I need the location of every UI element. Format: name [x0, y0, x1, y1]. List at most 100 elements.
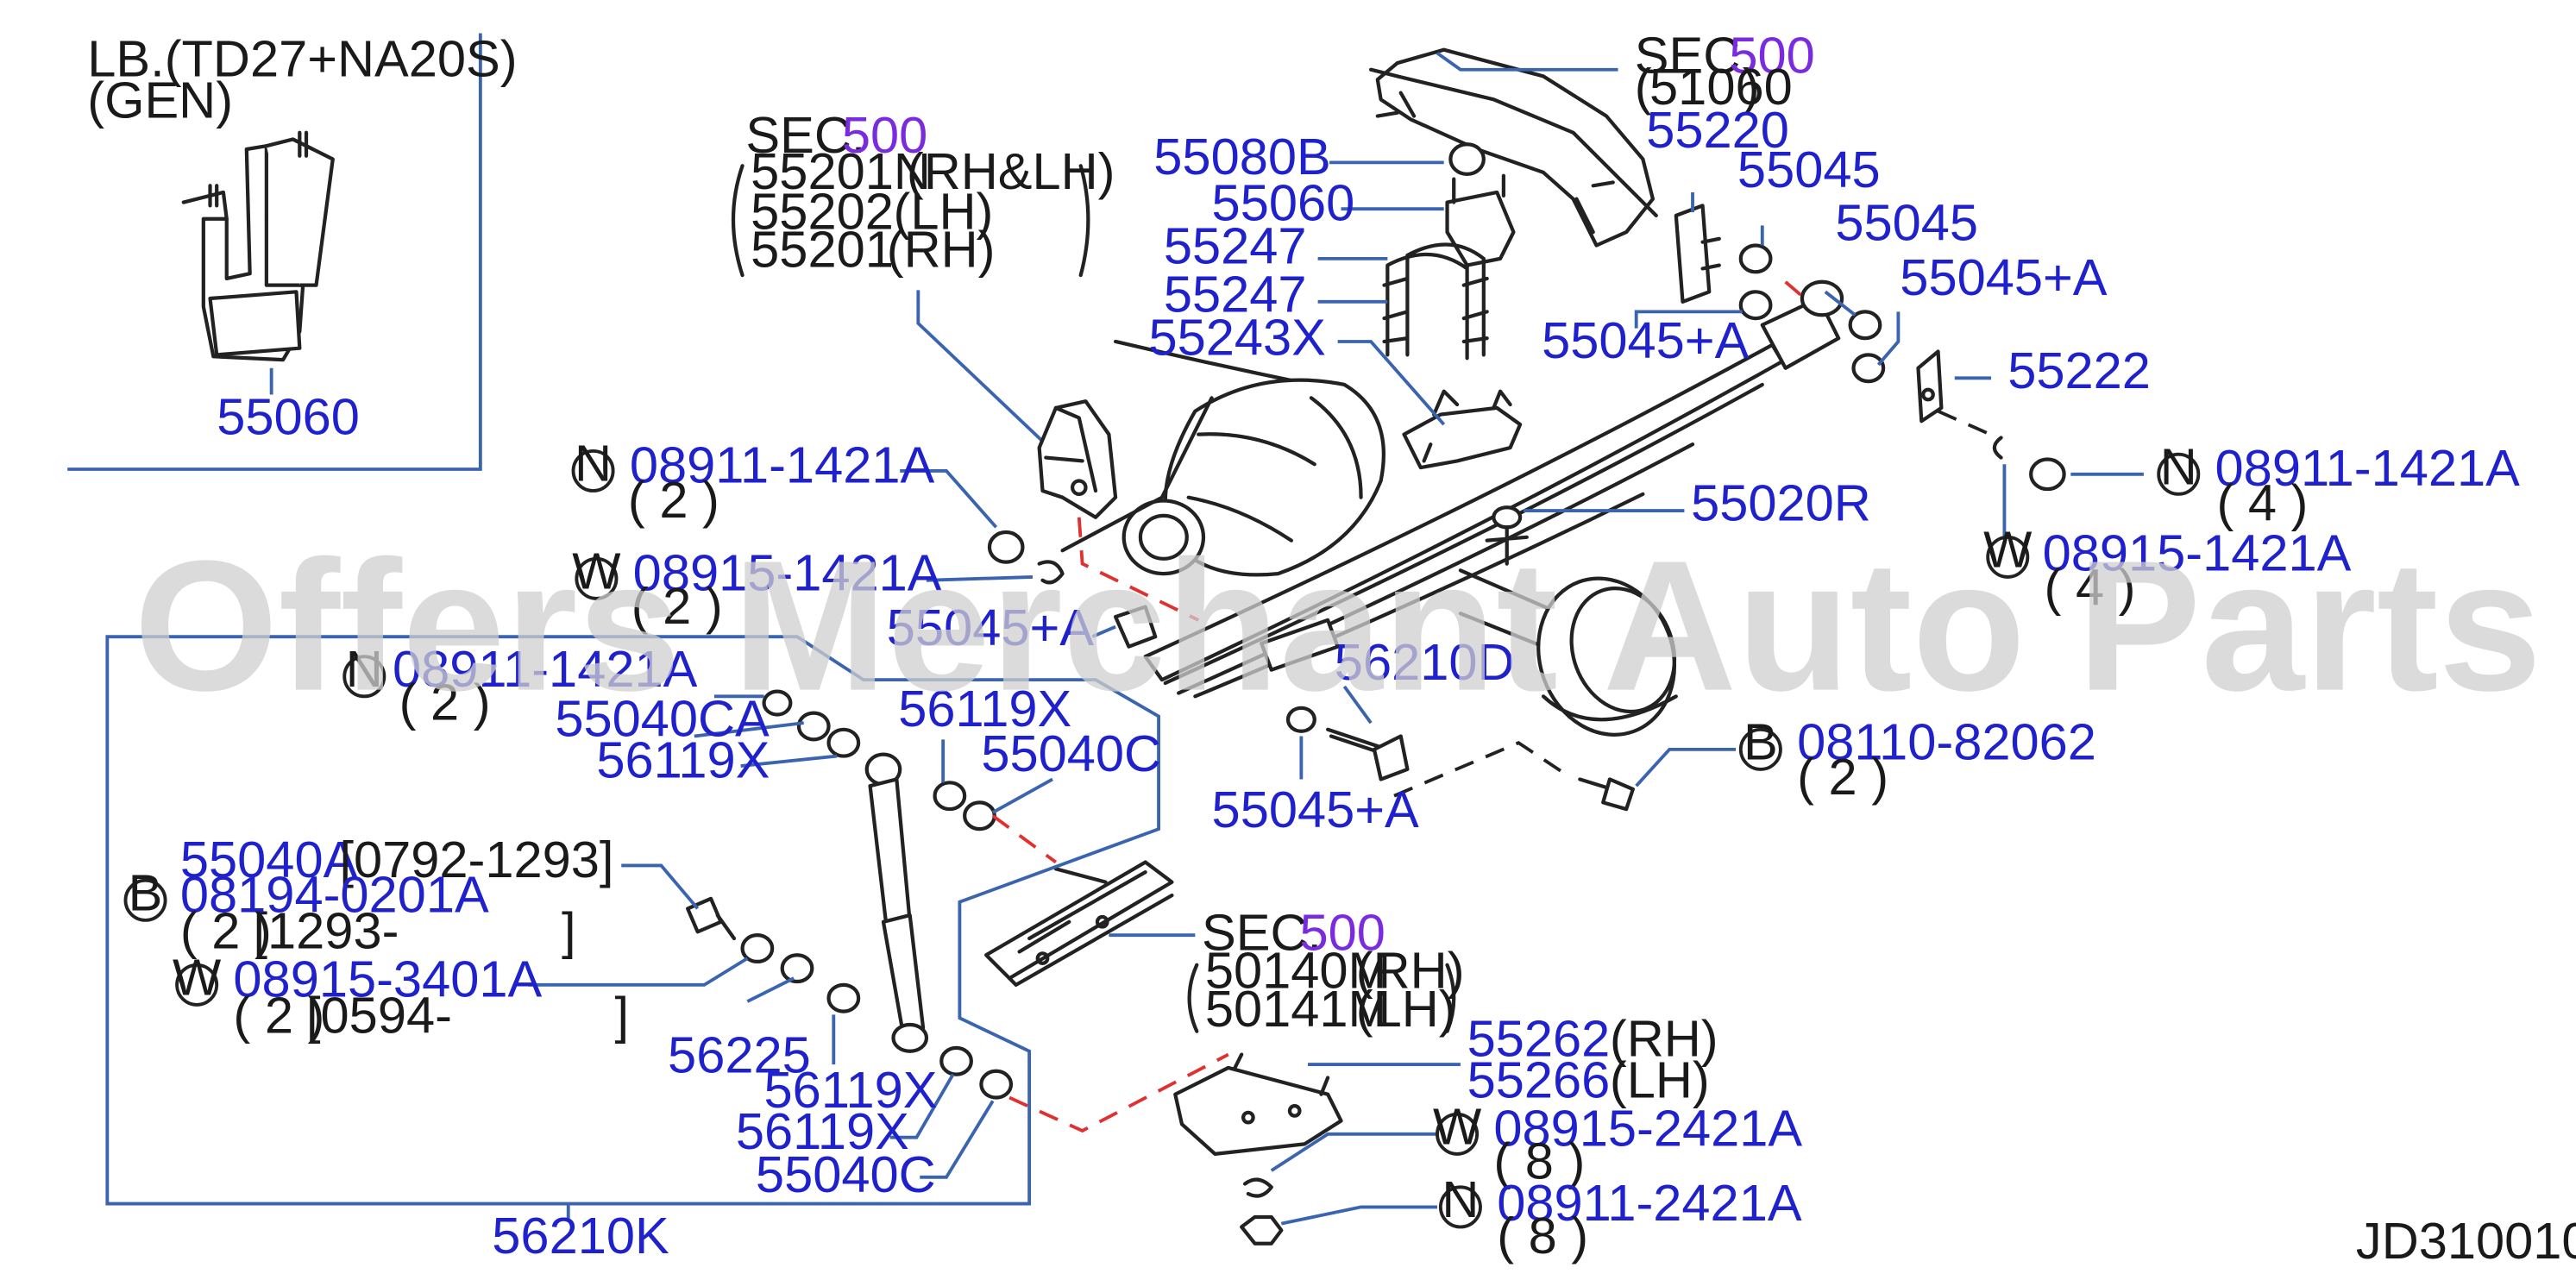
fastener-number[interactable]: 08915-3401A	[233, 950, 542, 1007]
sec-spring-left-brace	[731, 164, 745, 278]
sec-bracket-number[interactable]: 500	[1299, 903, 1385, 961]
sec-bracket-left-brace	[1187, 963, 1199, 1033]
fastener-b-08110-82062[interactable]: B 08110-82062 ( 2 )	[1738, 712, 2096, 806]
range-0594-end: ]	[615, 987, 630, 1045]
part-55080b[interactable]: 55080B	[1153, 128, 1330, 185]
sec-bracket-no-1[interactable]: 50140M	[1205, 942, 1391, 1000]
fastener-letter: W	[173, 948, 222, 1006]
u-bolt-and-bumper-drawing	[1382, 142, 1523, 470]
spring-hanger-drawing	[987, 399, 1118, 585]
part-55222[interactable]: 55222	[2007, 342, 2151, 399]
fastener-n-08911-2421a[interactable]: N 08911-2421A ( 8 )	[1438, 1170, 1802, 1264]
part-56210d[interactable]: 56210D	[1335, 633, 1515, 691]
part-55220[interactable]: 55220	[1646, 101, 1789, 159]
shock-absorber-drawing	[686, 689, 1014, 1100]
fastener-letter: N	[2160, 437, 2197, 495]
range-0792-1293: [0792-1293]	[339, 831, 613, 888]
shock-assembly-frame	[105, 635, 1160, 1206]
part-56210k[interactable]: 56210K	[492, 1207, 669, 1264]
diagram-code: JD310010	[2356, 1212, 2576, 1270]
part-55040c-lower[interactable]: 55040C	[756, 1145, 936, 1203]
fastener-qty: ( 2 )	[233, 987, 324, 1045]
fastener-letter: N	[1442, 1170, 1479, 1228]
range-0594: [0594-	[306, 987, 452, 1045]
part-55060[interactable]: 55060	[1212, 174, 1355, 232]
bump-stopper-bracket-drawing	[181, 130, 335, 362]
part-56225[interactable]: 56225	[668, 1026, 811, 1084]
fastener-number[interactable]: 08194-0201A	[180, 865, 489, 923]
fastener-qty: ( 4 )	[2045, 559, 2136, 617]
axle-differential-drawing	[1060, 339, 1678, 737]
frame-crossmember-drawing	[1368, 47, 1658, 248]
fastener-number[interactable]: 08915-1421A	[2043, 524, 2352, 581]
sec-bracket-right-brace	[1445, 963, 1456, 1033]
inset-box: LB.(TD27+NA20S) (GEN) 55060	[67, 29, 518, 471]
fastener-n-08911-1421a-right[interactable]: N 08911-1421A ( 4 )	[2157, 437, 2521, 532]
part-55040a[interactable]: 55040A	[180, 831, 358, 888]
part-56119x-upper-left[interactable]: 56119X	[596, 731, 770, 789]
sec-spring-number[interactable]: 500	[842, 106, 927, 164]
part-55045-plus-a-left[interactable]: 55045+A	[1542, 311, 1749, 369]
fastener-n-08911-1421a-top[interactable]: N 08911-1421A ( 2 )	[571, 434, 935, 529]
part-55045-plus-a-mid[interactable]: 55045+A	[887, 599, 1094, 656]
fastener-w-08915-1421a-right[interactable]: W 08915-1421A ( 4 )	[1983, 520, 2352, 616]
fastener-letter: W	[1983, 520, 2033, 578]
leaf-spring-drawing	[1113, 279, 1844, 699]
fastener-b-08194-0201a[interactable]: B 08194-0201A ( 2 )	[123, 863, 489, 960]
sec-spring-no-3[interactable]: 55201	[751, 220, 894, 278]
part-55247-upper[interactable]: 55247	[1164, 217, 1307, 275]
spring-plate-drawing	[1173, 1052, 1343, 1245]
fastener-qty: ( 8 )	[1493, 1133, 1585, 1190]
sec-spring-no-2[interactable]: 55202	[751, 182, 894, 240]
sec-bracket-side-1: (RH)	[1356, 942, 1465, 1000]
fastener-number[interactable]: 08110-82062	[1797, 712, 2096, 770]
range-1293-end: ]	[562, 902, 576, 960]
part-56119x-upper-right[interactable]: 56119X	[898, 680, 1071, 737]
inset-title: LB.(TD27+NA20S)	[87, 29, 517, 87]
fastener-number[interactable]: 08915-2421A	[1493, 1099, 1802, 1157]
fastener-qty: ( 4 )	[2216, 474, 2308, 532]
sec-spring-label: SEC.	[745, 106, 865, 164]
fastener-number[interactable]: 08911-1421A	[393, 640, 698, 698]
fastener-number[interactable]: 08911-2421A	[1497, 1174, 1802, 1232]
sec-spring-side-1: (RH&LH)	[907, 142, 1115, 200]
fastener-letter: N	[575, 434, 612, 492]
fastener-letter: B	[129, 863, 163, 921]
part-55262[interactable]: 55262	[1467, 1009, 1611, 1067]
part-56119x-lower-2[interactable]: 56119X	[736, 1102, 909, 1160]
fastener-letter: N	[346, 640, 383, 698]
part-55247-lower[interactable]: 55247	[1164, 265, 1307, 323]
part-55040ca[interactable]: 55040CA	[555, 689, 770, 747]
side-55266: (LH)	[1610, 1051, 1710, 1109]
sec-bracket-label: SEC.	[1202, 903, 1322, 961]
sec-spring-no-1[interactable]: 55201N	[751, 142, 931, 200]
side-55262: (RH)	[1610, 1009, 1718, 1067]
part-56119x-lower-1[interactable]: 56119X	[764, 1061, 938, 1119]
fastener-number[interactable]: 08915-1421A	[633, 543, 942, 601]
part-55243x[interactable]: 55243X	[1149, 308, 1326, 366]
part-55045-plus-a-bottom[interactable]: 55045+A	[1212, 781, 1419, 838]
range-1293: [1293-	[253, 902, 399, 960]
sec-frame-close-paren: )	[1743, 58, 1760, 116]
fastener-w-08915-2421a[interactable]: W 08915-2421A ( 8 )	[1433, 1097, 1802, 1189]
sec-frame-number[interactable]: 500	[1729, 27, 1814, 85]
part-55266[interactable]: 55266	[1467, 1051, 1611, 1109]
part-55040c-upper[interactable]: 55040C	[981, 725, 1161, 782]
part-55045-a[interactable]: 55045	[1737, 141, 1881, 198]
inset-part-55060[interactable]: 55060	[217, 388, 360, 446]
part-55045-b[interactable]: 55045	[1835, 194, 1978, 252]
fastener-w-08915-3401a[interactable]: W 08915-3401A ( 2 )	[173, 948, 542, 1044]
shackle-and-bushings-drawing	[1674, 204, 2066, 492]
sec-frame-ref[interactable]: 51060	[1649, 58, 1793, 116]
fastener-letter: B	[1744, 712, 1778, 770]
fastener-w-08915-1421a-top[interactable]: W 08915-1421A ( 2 )	[572, 542, 941, 634]
fastener-qty: ( 8 )	[1497, 1207, 1588, 1264]
part-55045-plus-a-right[interactable]: 55045+A	[1900, 248, 2107, 306]
fastener-qty: ( 2 )	[1797, 748, 1888, 806]
watermark-text: Offers Merchant Auto Parts Catalog PARTS…	[134, 522, 2576, 730]
fastener-number[interactable]: 08911-1421A	[630, 436, 935, 493]
part-55020r[interactable]: 55020R	[1691, 474, 1871, 532]
fastener-number[interactable]: 08911-1421A	[2215, 439, 2521, 497]
sec-bracket-no-2[interactable]: 50141M	[1205, 980, 1391, 1038]
fastener-n-08911-1421a-shock[interactable]: N 08911-1421A ( 2 )	[342, 640, 698, 731]
